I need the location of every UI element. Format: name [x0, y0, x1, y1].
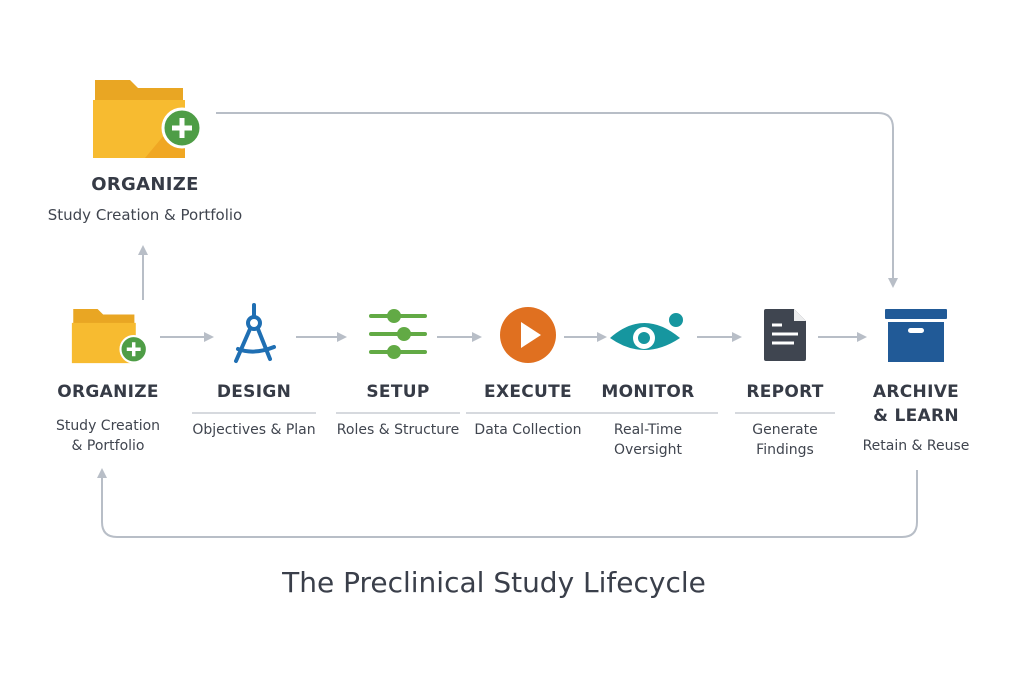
step-title: REPORT: [746, 382, 824, 402]
top-organize-stage: ORGANIZE Study Creation & Portfolio: [40, 70, 250, 225]
arrow-bottom-loop: [97, 468, 918, 538]
step-subtitle: Real-Time Oversight: [613, 422, 683, 458]
step-title: ARCHIVE & LEARN: [872, 382, 960, 426]
step-subtitle: Roles & Structure: [336, 422, 460, 438]
step-subtitle: Study Creation & Portfolio: [55, 418, 161, 454]
step-title: ORGANIZE: [57, 382, 159, 402]
step-setup: SETUP Roles & Structure: [328, 290, 468, 440]
step-subtitle: Retain & Reuse: [862, 438, 970, 454]
step-subtitle: Generate Findings: [752, 422, 818, 458]
divider: [336, 412, 460, 414]
sliders-icon: [328, 290, 468, 380]
step-report: REPORT Generate Findings: [715, 290, 855, 460]
step-title: DESIGN: [216, 382, 292, 402]
step-title: SETUP: [366, 382, 430, 402]
step-subtitle: Data Collection: [474, 422, 582, 438]
top-organize-title: ORGANIZE: [91, 174, 199, 195]
step-archive-learn: ARCHIVE & LEARN Retain & Reuse: [846, 290, 986, 456]
top-organize-subtitle: Study Creation & Portfolio: [47, 206, 243, 224]
diagram-caption: The Preclinical Study Lifecycle: [282, 566, 706, 599]
play-icon: [458, 290, 598, 380]
step-title: EXECUTE: [484, 382, 572, 402]
folder-plus-icon: [40, 70, 250, 165]
folder-plus-icon: [38, 290, 178, 380]
document-icon: [715, 290, 855, 380]
archive-box-icon: [846, 290, 986, 380]
compass-icon: [184, 290, 324, 380]
step-design: DESIGN Objectives & Plan: [184, 290, 324, 440]
arrow-top-loop: [216, 112, 898, 288]
step-subtitle: Objectives & Plan: [192, 422, 316, 438]
divider: [578, 412, 718, 414]
divider: [735, 412, 835, 414]
step-organize: ORGANIZE Study Creation & Portfolio: [38, 290, 178, 456]
step-monitor: MONITOR Real-Time Oversight: [578, 290, 718, 460]
eye-icon: [578, 290, 718, 380]
divider: [192, 412, 316, 414]
step-title: MONITOR: [601, 382, 695, 402]
step-execute: EXECUTE Data Collection: [458, 290, 598, 440]
divider: [466, 412, 590, 414]
